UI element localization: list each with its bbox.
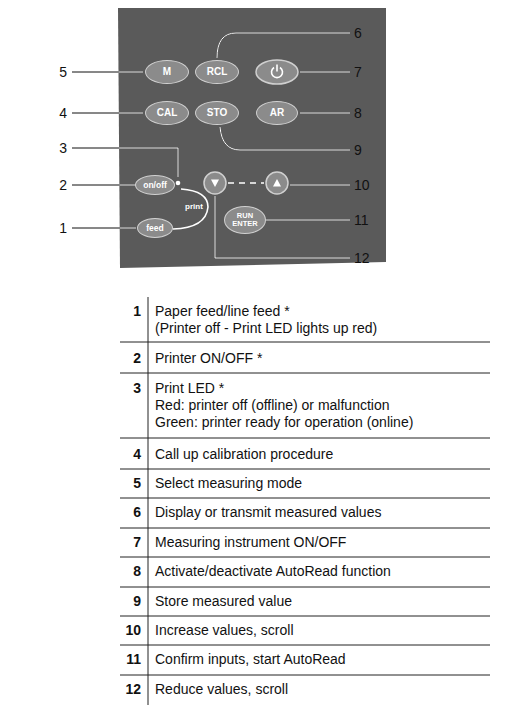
table-cell: (Printer off - Print LED lights up red) <box>155 320 377 337</box>
table-cell: Print LED * <box>155 380 224 397</box>
keypad-button: AR <box>256 101 298 125</box>
callout-number: 9 <box>354 142 362 159</box>
up-arrow <box>273 179 281 187</box>
keypad-button: RCL <box>195 60 239 84</box>
down-button <box>204 172 226 194</box>
keypad-button: feed <box>137 218 173 238</box>
table-cell: Green: printer ready for operation (onli… <box>155 414 413 431</box>
button-label: M <box>163 67 171 78</box>
button-label: on/off <box>143 181 167 190</box>
table-cell: Red: printer off (offline) or malfunctio… <box>155 397 390 414</box>
table-cell: Paper feed/line feed * <box>155 303 290 320</box>
table-cell: Increase values, scroll <box>155 622 294 639</box>
button-label: RUN ENTER <box>232 212 257 228</box>
print-bracket <box>173 189 208 229</box>
button-label: STO <box>207 108 227 119</box>
callout-number: 1 <box>59 220 67 237</box>
leader-lines <box>72 33 350 258</box>
button-label: feed <box>146 224 163 233</box>
callout-number: 6 <box>354 25 362 42</box>
table-cell: Printer ON/OFF * <box>155 350 262 367</box>
button-label: AR <box>270 108 284 119</box>
table-cell: Confirm inputs, start AutoRead <box>155 651 346 668</box>
callout-number: 10 <box>354 177 370 194</box>
callout-number: 3 <box>59 140 67 157</box>
table-cell: Measuring instrument ON/OFF <box>155 534 346 551</box>
keypad-button: CAL <box>145 101 189 125</box>
keypad-button: M <box>145 60 189 84</box>
table-cell: Select measuring mode <box>155 475 302 492</box>
keypad-button: RUN ENTER <box>224 206 266 234</box>
print-label: print <box>185 202 203 212</box>
callout-number: 8 <box>354 105 362 122</box>
table-number: 5 <box>133 475 141 492</box>
table-number: 6 <box>133 504 141 521</box>
table-number: 4 <box>133 446 141 463</box>
keypad-panel <box>118 8 386 268</box>
table-cell: Call up calibration procedure <box>155 446 333 463</box>
callout-number: 12 <box>354 250 370 267</box>
table-cell: Store measured value <box>155 593 292 610</box>
power-symbol <box>276 65 278 72</box>
table-cell: Activate/deactivate AutoRead function <box>155 563 391 580</box>
table-number: 3 <box>133 380 141 397</box>
table-number: 7 <box>133 534 141 551</box>
scroll-dash <box>228 182 264 184</box>
callout-number: 4 <box>59 105 67 122</box>
table-number: 1 <box>133 303 141 320</box>
table-number: 2 <box>133 350 141 367</box>
leader-lines-on-panel <box>72 33 350 258</box>
keypad-button: on/off <box>135 175 175 195</box>
button-label: RCL <box>207 67 228 78</box>
callout-number: 2 <box>59 177 67 194</box>
table-rules <box>120 297 490 705</box>
keypad-button: STO <box>195 101 239 125</box>
callout-number: 7 <box>354 64 362 81</box>
print-led <box>176 181 181 186</box>
table-number: 11 <box>126 651 141 668</box>
up-button <box>266 172 288 194</box>
button-label: CAL <box>157 108 178 119</box>
down-arrow <box>211 180 219 188</box>
power-button <box>256 60 298 84</box>
table-number: 12 <box>125 681 141 698</box>
table-cell: Display or transmit measured values <box>155 504 381 521</box>
table-number: 9 <box>133 593 141 610</box>
table-number: 10 <box>125 622 141 639</box>
table-number: 8 <box>133 563 141 580</box>
callout-number: 11 <box>354 212 369 229</box>
callout-number: 5 <box>59 64 67 81</box>
table-cell: Reduce values, scroll <box>155 681 288 698</box>
